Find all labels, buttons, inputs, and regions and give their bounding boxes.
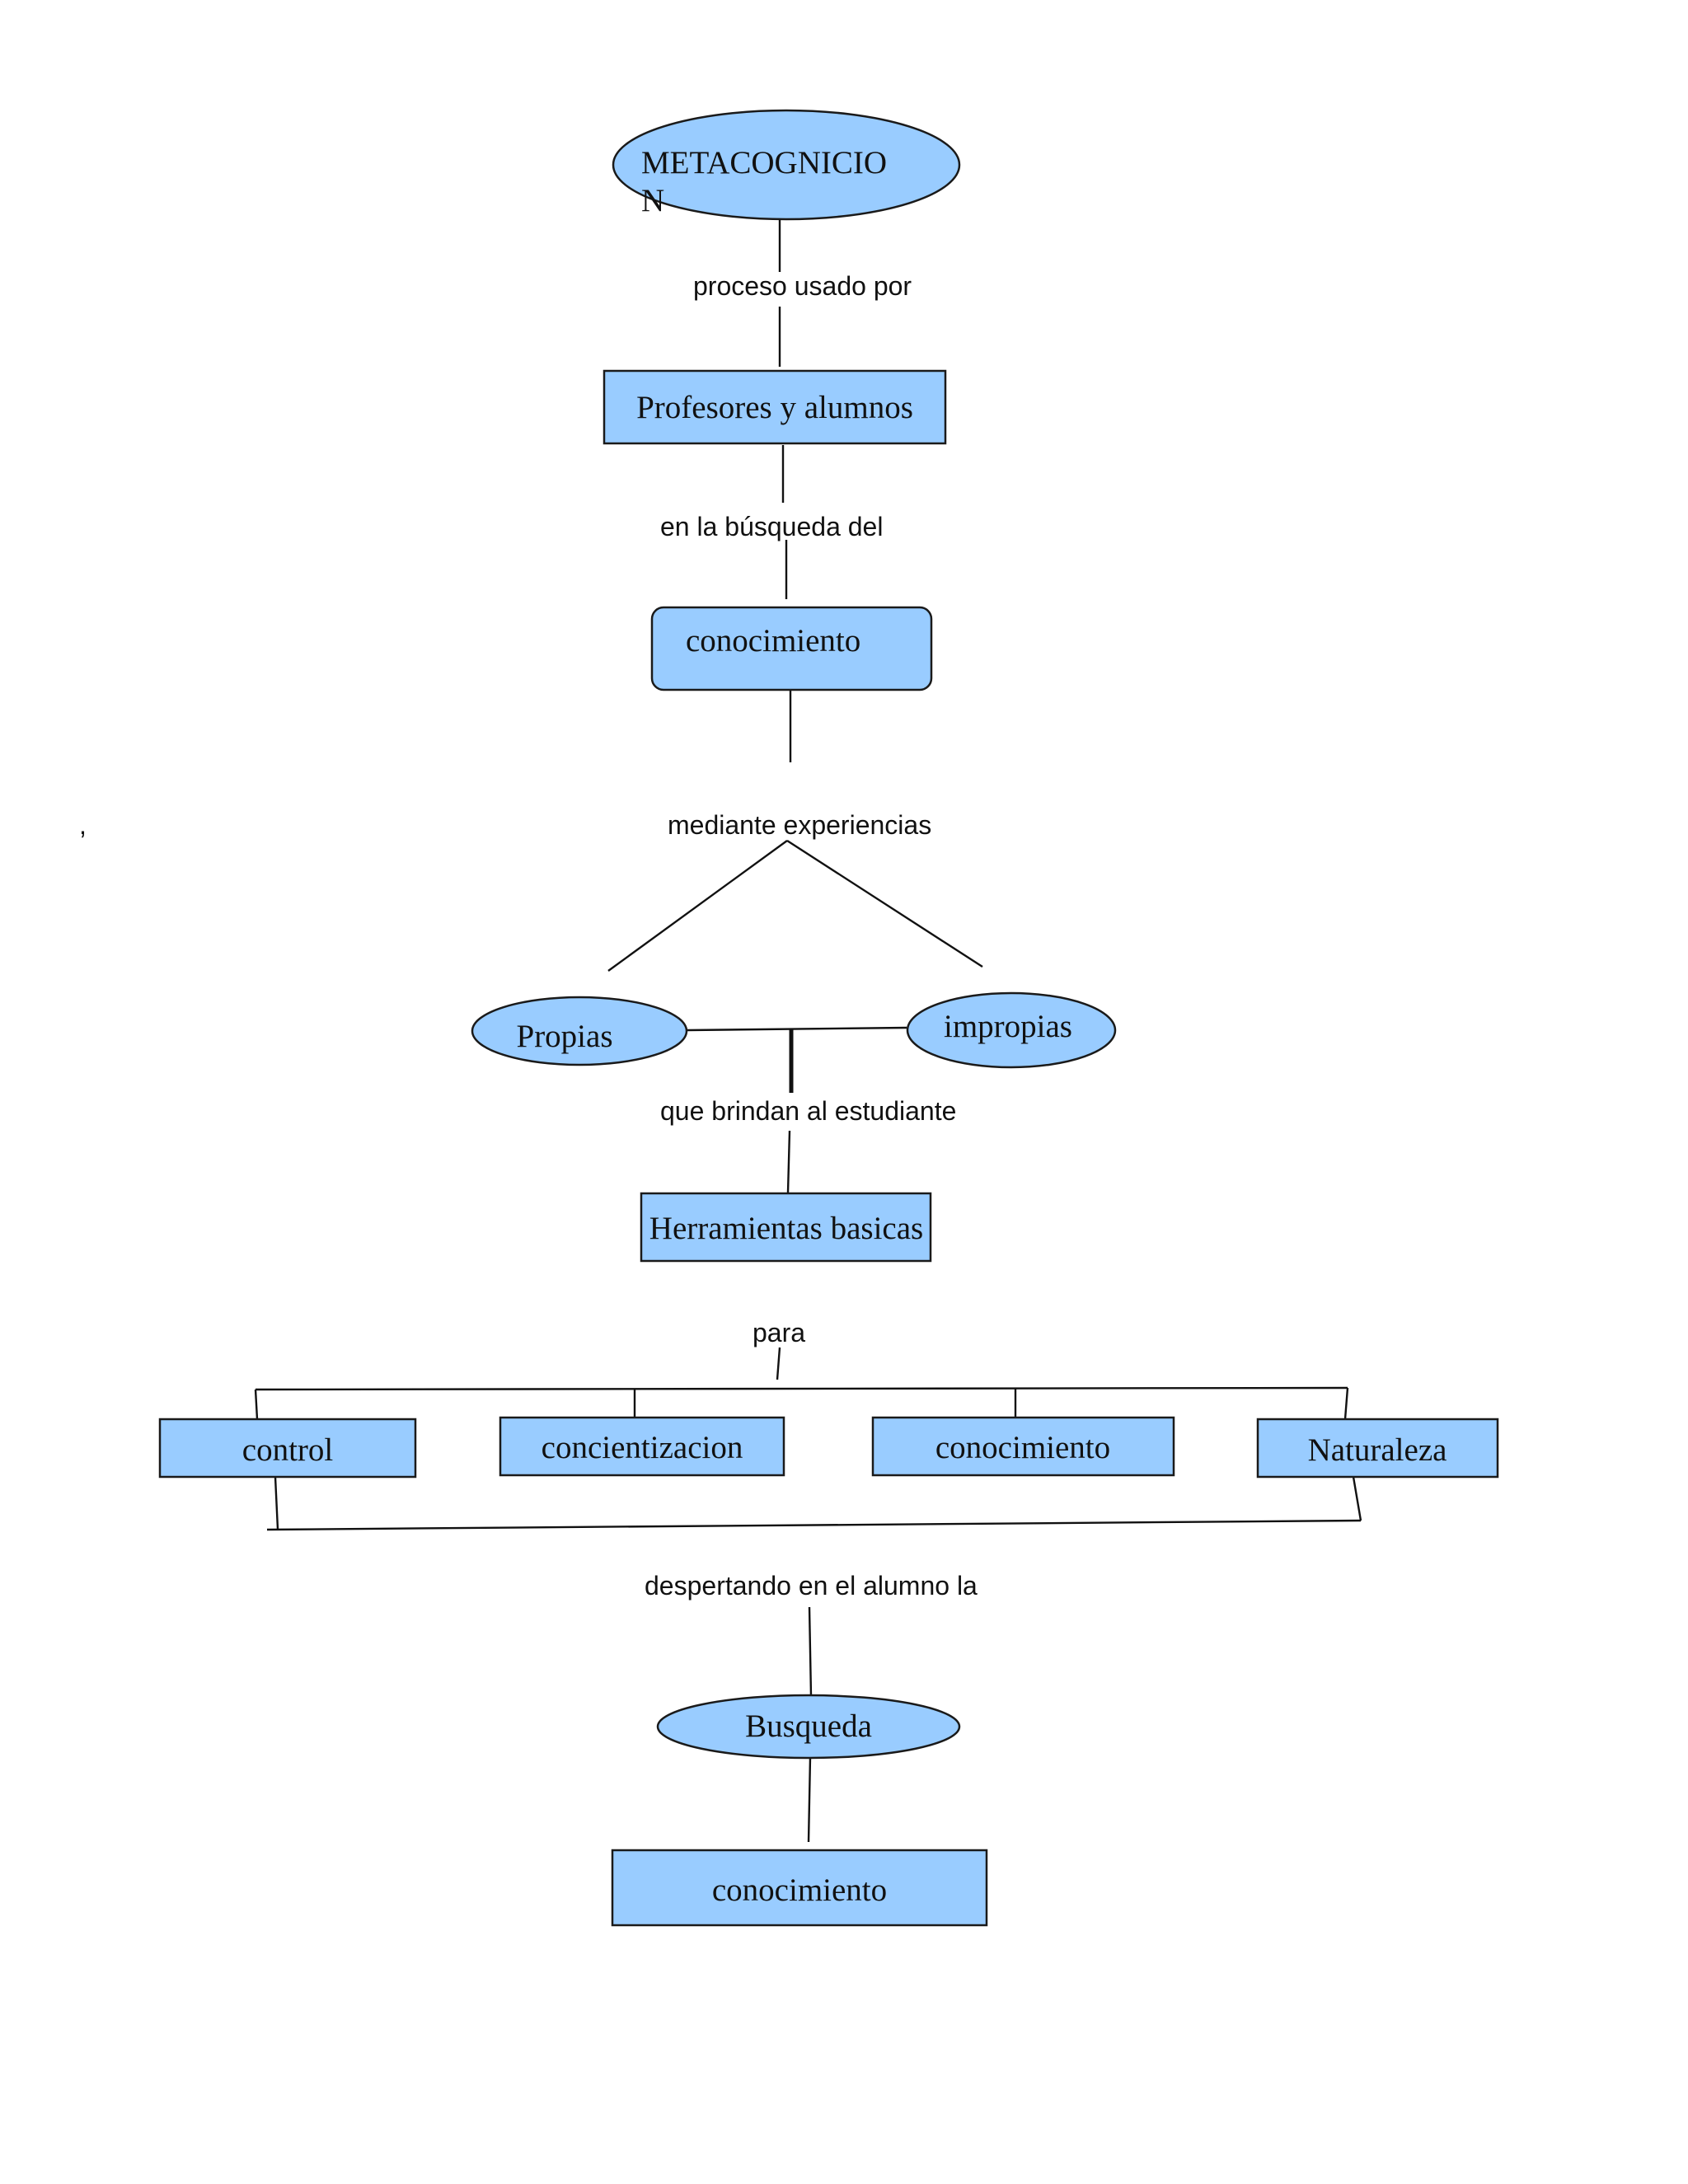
node-impropias-label: impropias [944, 1009, 1072, 1044]
link-proceso-usado-por: proceso usado por [693, 271, 912, 301]
node-concientizacion: concientizacion [499, 1416, 785, 1477]
node-herramientas-basicas: Herramientas basicas [640, 1192, 932, 1263]
connector-propias-impropias [687, 1026, 907, 1032]
connector-mediante-impropias [786, 839, 983, 968]
node-concientizacion-label: concientizacion [542, 1430, 743, 1465]
node-herramientas-shape [640, 1192, 932, 1263]
node-naturaleza-label: Naturaleza [1308, 1432, 1447, 1468]
node-propias-label: Propias [517, 1019, 613, 1054]
node-conocimiento-2: conocimiento [871, 1416, 1175, 1477]
node-impropias-shape [906, 991, 1117, 1069]
bottom-tick-control [274, 1476, 279, 1530]
node-conocimiento-1: conocimiento [650, 606, 933, 691]
node-control-label: control [242, 1432, 334, 1468]
link-que-brindan-al-estudiante: que brindan al estudiante [660, 1096, 956, 1126]
connector-busqueda-conocimiento-final [807, 1756, 812, 1843]
node-metacognicion-label-2: N [641, 183, 664, 218]
node-herramientas-label: Herramientas basicas [649, 1211, 923, 1246]
node-conocimiento-3: conocimiento [611, 1849, 988, 1927]
node-control-shape [158, 1418, 417, 1479]
connector-para-bar [776, 1347, 781, 1380]
connectors [254, 218, 1362, 1843]
node-conocimiento-2-label: conocimiento [935, 1430, 1110, 1465]
link-despertando-en-el-alumno-la: despertando en el alumno la [645, 1571, 978, 1601]
node-conocimiento-1-label: conocimiento [686, 623, 860, 658]
node-metacognicion-label-1: METACOGNICIO [641, 145, 887, 180]
connector-despertando-busqueda [808, 1606, 813, 1697]
node-conocimiento-3-shape [611, 1849, 988, 1927]
top-tick-naturaleza [1343, 1387, 1349, 1420]
node-impropias: impropias [906, 991, 1117, 1069]
node-profesores-shape [603, 369, 947, 445]
node-concientizacion-shape [499, 1416, 785, 1477]
node-profesores-y-alumnos: Profesores y alumnos [603, 369, 947, 445]
link-para: para [753, 1318, 805, 1347]
bottom-bar [266, 1519, 1362, 1531]
link-en-la-busqueda-del: en la búsqueda del [660, 512, 883, 541]
top-bar [255, 1386, 1348, 1391]
node-naturaleza-shape [1256, 1418, 1499, 1479]
node-busqueda: Busqueda [656, 1694, 961, 1760]
node-metacognicion-shape [612, 109, 961, 221]
node-conocimiento-2-shape [871, 1416, 1175, 1477]
node-profesores-label: Profesores y alumnos [636, 390, 913, 425]
connector-brindan-herramientas [786, 1130, 791, 1193]
node-busqueda-shape [656, 1694, 961, 1760]
node-conocimiento-3-label: conocimiento [712, 1872, 887, 1908]
node-propias: Propias [471, 996, 688, 1066]
node-metacognicion: METACOGNICIO N [612, 109, 961, 221]
node-propias-shape [471, 996, 688, 1066]
stray-comma: , [79, 810, 87, 840]
node-conocimiento-1-shape [650, 606, 933, 691]
node-naturaleza: Naturaleza [1256, 1418, 1499, 1479]
connector-mediante-propias [607, 840, 788, 972]
top-tick-control [254, 1389, 259, 1420]
node-control: control [158, 1418, 417, 1479]
link-mediante-experiencias: mediante experiencias [668, 810, 931, 840]
bottom-tick-naturaleza [1352, 1476, 1362, 1521]
node-busqueda-label: Busqueda [745, 1708, 872, 1744]
